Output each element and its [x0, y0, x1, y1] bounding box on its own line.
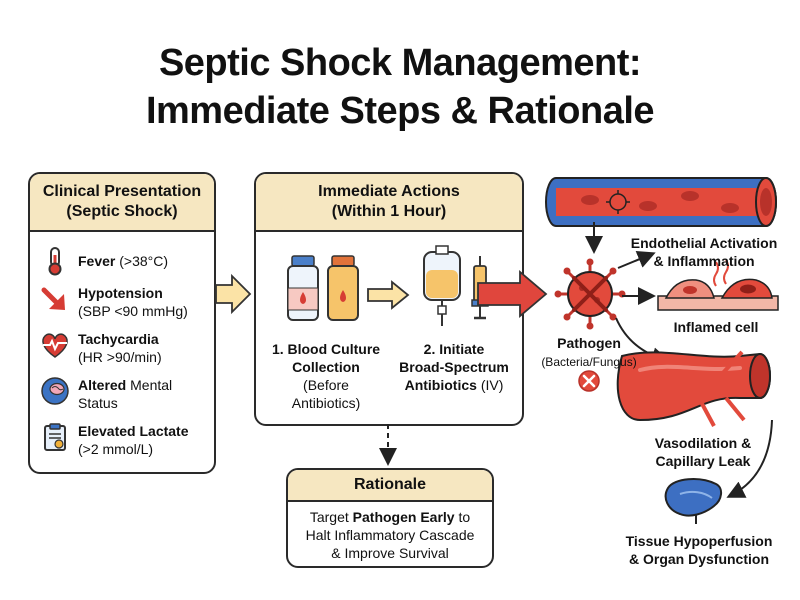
endothelial-activation-label: Endothelial Activation& Inflammation: [630, 235, 778, 269]
dilated-vessel-icon: [616, 350, 771, 427]
connector-arrow-actions-to-pathogen: [477, 270, 548, 318]
down-arrow-icon: [41, 287, 65, 310]
blood-vessel-icon: [545, 177, 777, 227]
brain-icon: [41, 377, 69, 405]
inflamed-cell-icon: [657, 259, 779, 311]
diagram-title-line1: Septic Shock Management:: [158, 42, 642, 84]
pathogen-label: Pathogen(Bacteria/Fungus): [541, 335, 637, 369]
symptom-tachycardia: Tachycardia(HR >90/min): [30, 328, 214, 368]
immediate-actions-header: Immediate Actions (Within 1 Hour): [256, 174, 522, 232]
symptom-elevated-lactate: Elevated Lactate(>2 mmol/L): [30, 420, 214, 460]
rationale-header: Rationale: [288, 470, 492, 502]
vasodilation-label: Vasodilation &Capillary Leak: [654, 435, 752, 469]
step2-label: 2. Initiate Broad-Spectrum Antibiotics (…: [399, 341, 509, 393]
symptom-fever: Fever (>38°C): [30, 244, 214, 284]
liver-organ-icon: [664, 478, 722, 524]
rationale-panel: Rationale Target Pathogen Early to Halt …: [286, 468, 494, 568]
clinical-presentation-panel: Clinical Presentation (Septic Shock) Fev…: [28, 172, 216, 474]
rationale-text: Target Pathogen Early to Halt Inflammato…: [305, 509, 475, 561]
heart-icon: [42, 333, 68, 358]
tissue-hypoperfusion-label: Tissue Hypoperfusion& Organ Dysfunction: [625, 533, 773, 567]
inflamed-cell-label: Inflamed cell: [673, 319, 759, 335]
clinical-presentation-header: Clinical Presentation (Septic Shock): [30, 174, 214, 232]
thermometer-icon: [48, 247, 62, 276]
blocked-x-icon: [578, 370, 600, 392]
step-arrow-icon: [367, 280, 410, 310]
step1-label: 1. Blood Culture Collection (Before Anti…: [271, 341, 381, 411]
blood-culture-bottles-icon: [287, 255, 359, 321]
connector-arrow-clinical-to-actions: [215, 273, 252, 315]
clipboard-icon: [44, 423, 66, 451]
pathogen-virus-icon: [554, 258, 626, 330]
diagram-title-line2: Immediate Steps & Rationale: [145, 90, 655, 132]
symptom-hypotension: Hypotension(SBP <90 mmHg): [30, 282, 214, 322]
